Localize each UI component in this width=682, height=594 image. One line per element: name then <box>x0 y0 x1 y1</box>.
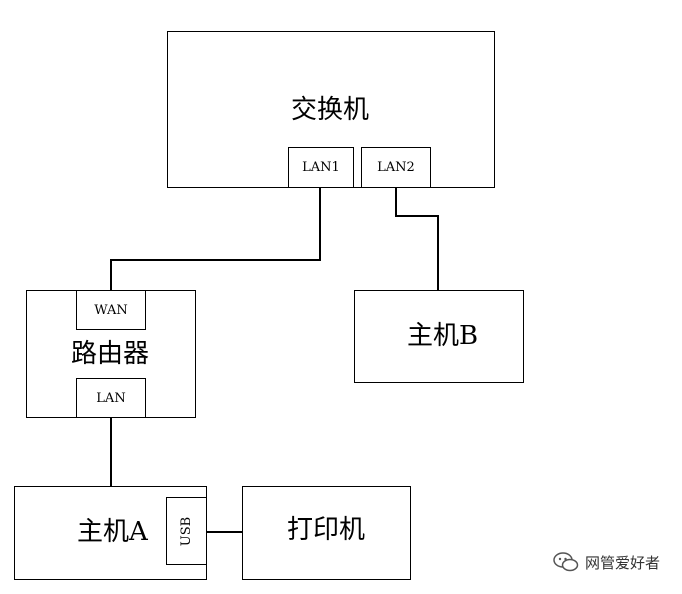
wire-lan1-to-router-wan <box>110 188 321 290</box>
switch-port-lan2-label: LAN2 <box>377 160 415 175</box>
switch-port-lan2: LAN2 <box>361 147 431 188</box>
wechat-icon <box>553 552 579 572</box>
host-a-port-usb: USB <box>166 497 207 565</box>
watermark: 网管爱好者 <box>553 551 660 573</box>
router-port-lan: LAN <box>76 378 146 418</box>
host-a-port-usb-label: USB <box>178 516 194 546</box>
printer-box: 打印机 <box>242 486 411 580</box>
host-b-box: 主机B <box>354 290 524 383</box>
router-label: 路由器 <box>71 339 150 369</box>
switch-label: 交换机 <box>291 95 370 125</box>
switch-port-lan1: LAN1 <box>288 147 354 188</box>
router-port-wan: WAN <box>76 290 146 330</box>
router-port-wan-label: WAN <box>94 302 128 318</box>
host-a-label: 主机A <box>77 517 148 547</box>
switch-port-lan1-label: LAN1 <box>302 160 340 175</box>
printer-label: 打印机 <box>287 515 366 545</box>
watermark-text: 网管爱好者 <box>584 553 660 572</box>
host-b-label: 主机B <box>407 321 479 351</box>
router-port-lan-label: LAN <box>96 390 126 406</box>
wire-lan2-to-host-b <box>395 188 439 290</box>
